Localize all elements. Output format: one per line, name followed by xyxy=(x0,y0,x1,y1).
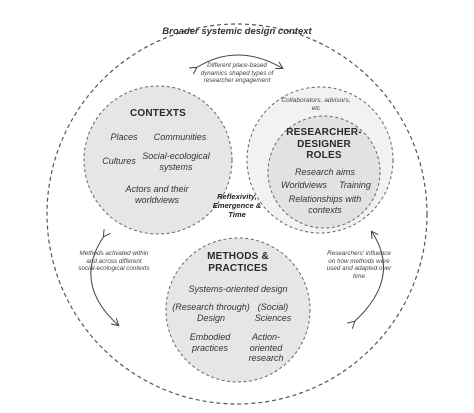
methods-item-embodied: Embodied practices xyxy=(184,332,236,353)
researcher-outer-note-text: Collaborators, advisors, etc xyxy=(281,97,351,113)
methods-item-action-text: Action-oriented research xyxy=(248,332,284,364)
methods-title: METHODS & PRACTICES xyxy=(198,251,278,274)
researcher-item-worldviews: Worldviews xyxy=(280,180,327,190)
methods-item-action: Action-oriented research xyxy=(236,332,296,364)
methods-item-rtd: (Research through) Design xyxy=(171,302,251,323)
researcher-title: RESEARCHER-DESIGNER ROLES xyxy=(284,127,364,162)
contexts-item-actors-text: Actors and their worldviews xyxy=(125,184,189,205)
contexts-title: CONTEXTS xyxy=(129,108,187,119)
left-note: Methods activated within and across diff… xyxy=(78,250,150,273)
center-label: Reflexivity, Emergence & Time xyxy=(207,192,267,220)
methods-item-embodied-text: Embodied practices xyxy=(189,332,231,353)
right-arrow xyxy=(354,232,385,322)
methods-item-sciences: (Social) Sciences xyxy=(251,302,295,323)
methods-circle xyxy=(165,237,311,383)
contexts-item-ses: Social-ecological systems xyxy=(133,151,219,172)
top-note-text: Different place-based dynamics shaped ty… xyxy=(200,62,274,85)
left-arrow xyxy=(90,236,118,325)
researcher-item-training: Training xyxy=(339,180,371,190)
right-note: Researchers' influence on how methods we… xyxy=(324,250,394,281)
top-note: Different place-based dynamics shaped ty… xyxy=(197,62,277,85)
center-label-text: Reflexivity, Emergence & Time xyxy=(212,192,262,219)
researcher-item-aims: Research aims xyxy=(294,167,356,177)
top-arrow xyxy=(196,54,282,68)
researcher-item-relationships: Relationships with contexts xyxy=(288,194,362,215)
methods-title-text: METHODS & PRACTICES xyxy=(207,251,269,274)
methods-item-systems: Systems-oriented design xyxy=(188,284,288,294)
right-note-text: Researchers' influence on how methods we… xyxy=(326,250,392,281)
contexts-circle xyxy=(83,85,233,235)
contexts-item-ses-text: Social-ecological systems xyxy=(142,151,210,172)
methods-item-sciences-text: (Social) Sciences xyxy=(254,302,292,323)
left-note-text: Methods activated within and across diff… xyxy=(78,250,150,273)
researcher-inner-circle xyxy=(267,115,381,229)
methods-item-rtd-text: (Research through) Design xyxy=(172,302,250,323)
contexts-item-cultures: Cultures xyxy=(102,156,136,166)
contexts-item-actors: Actors and their worldviews xyxy=(118,184,196,205)
researcher-outer-note: Collaborators, advisors, etc xyxy=(280,97,352,113)
outer-context-circle xyxy=(46,23,428,405)
outer-context-title: Broader systemic design context xyxy=(162,26,312,37)
researcher-title-text: RESEARCHER-DESIGNER ROLES xyxy=(286,127,362,161)
contexts-item-communities: Communities xyxy=(153,132,207,142)
researcher-item-relationships-text: Relationships with contexts xyxy=(288,194,362,215)
contexts-item-places: Places xyxy=(110,132,138,142)
